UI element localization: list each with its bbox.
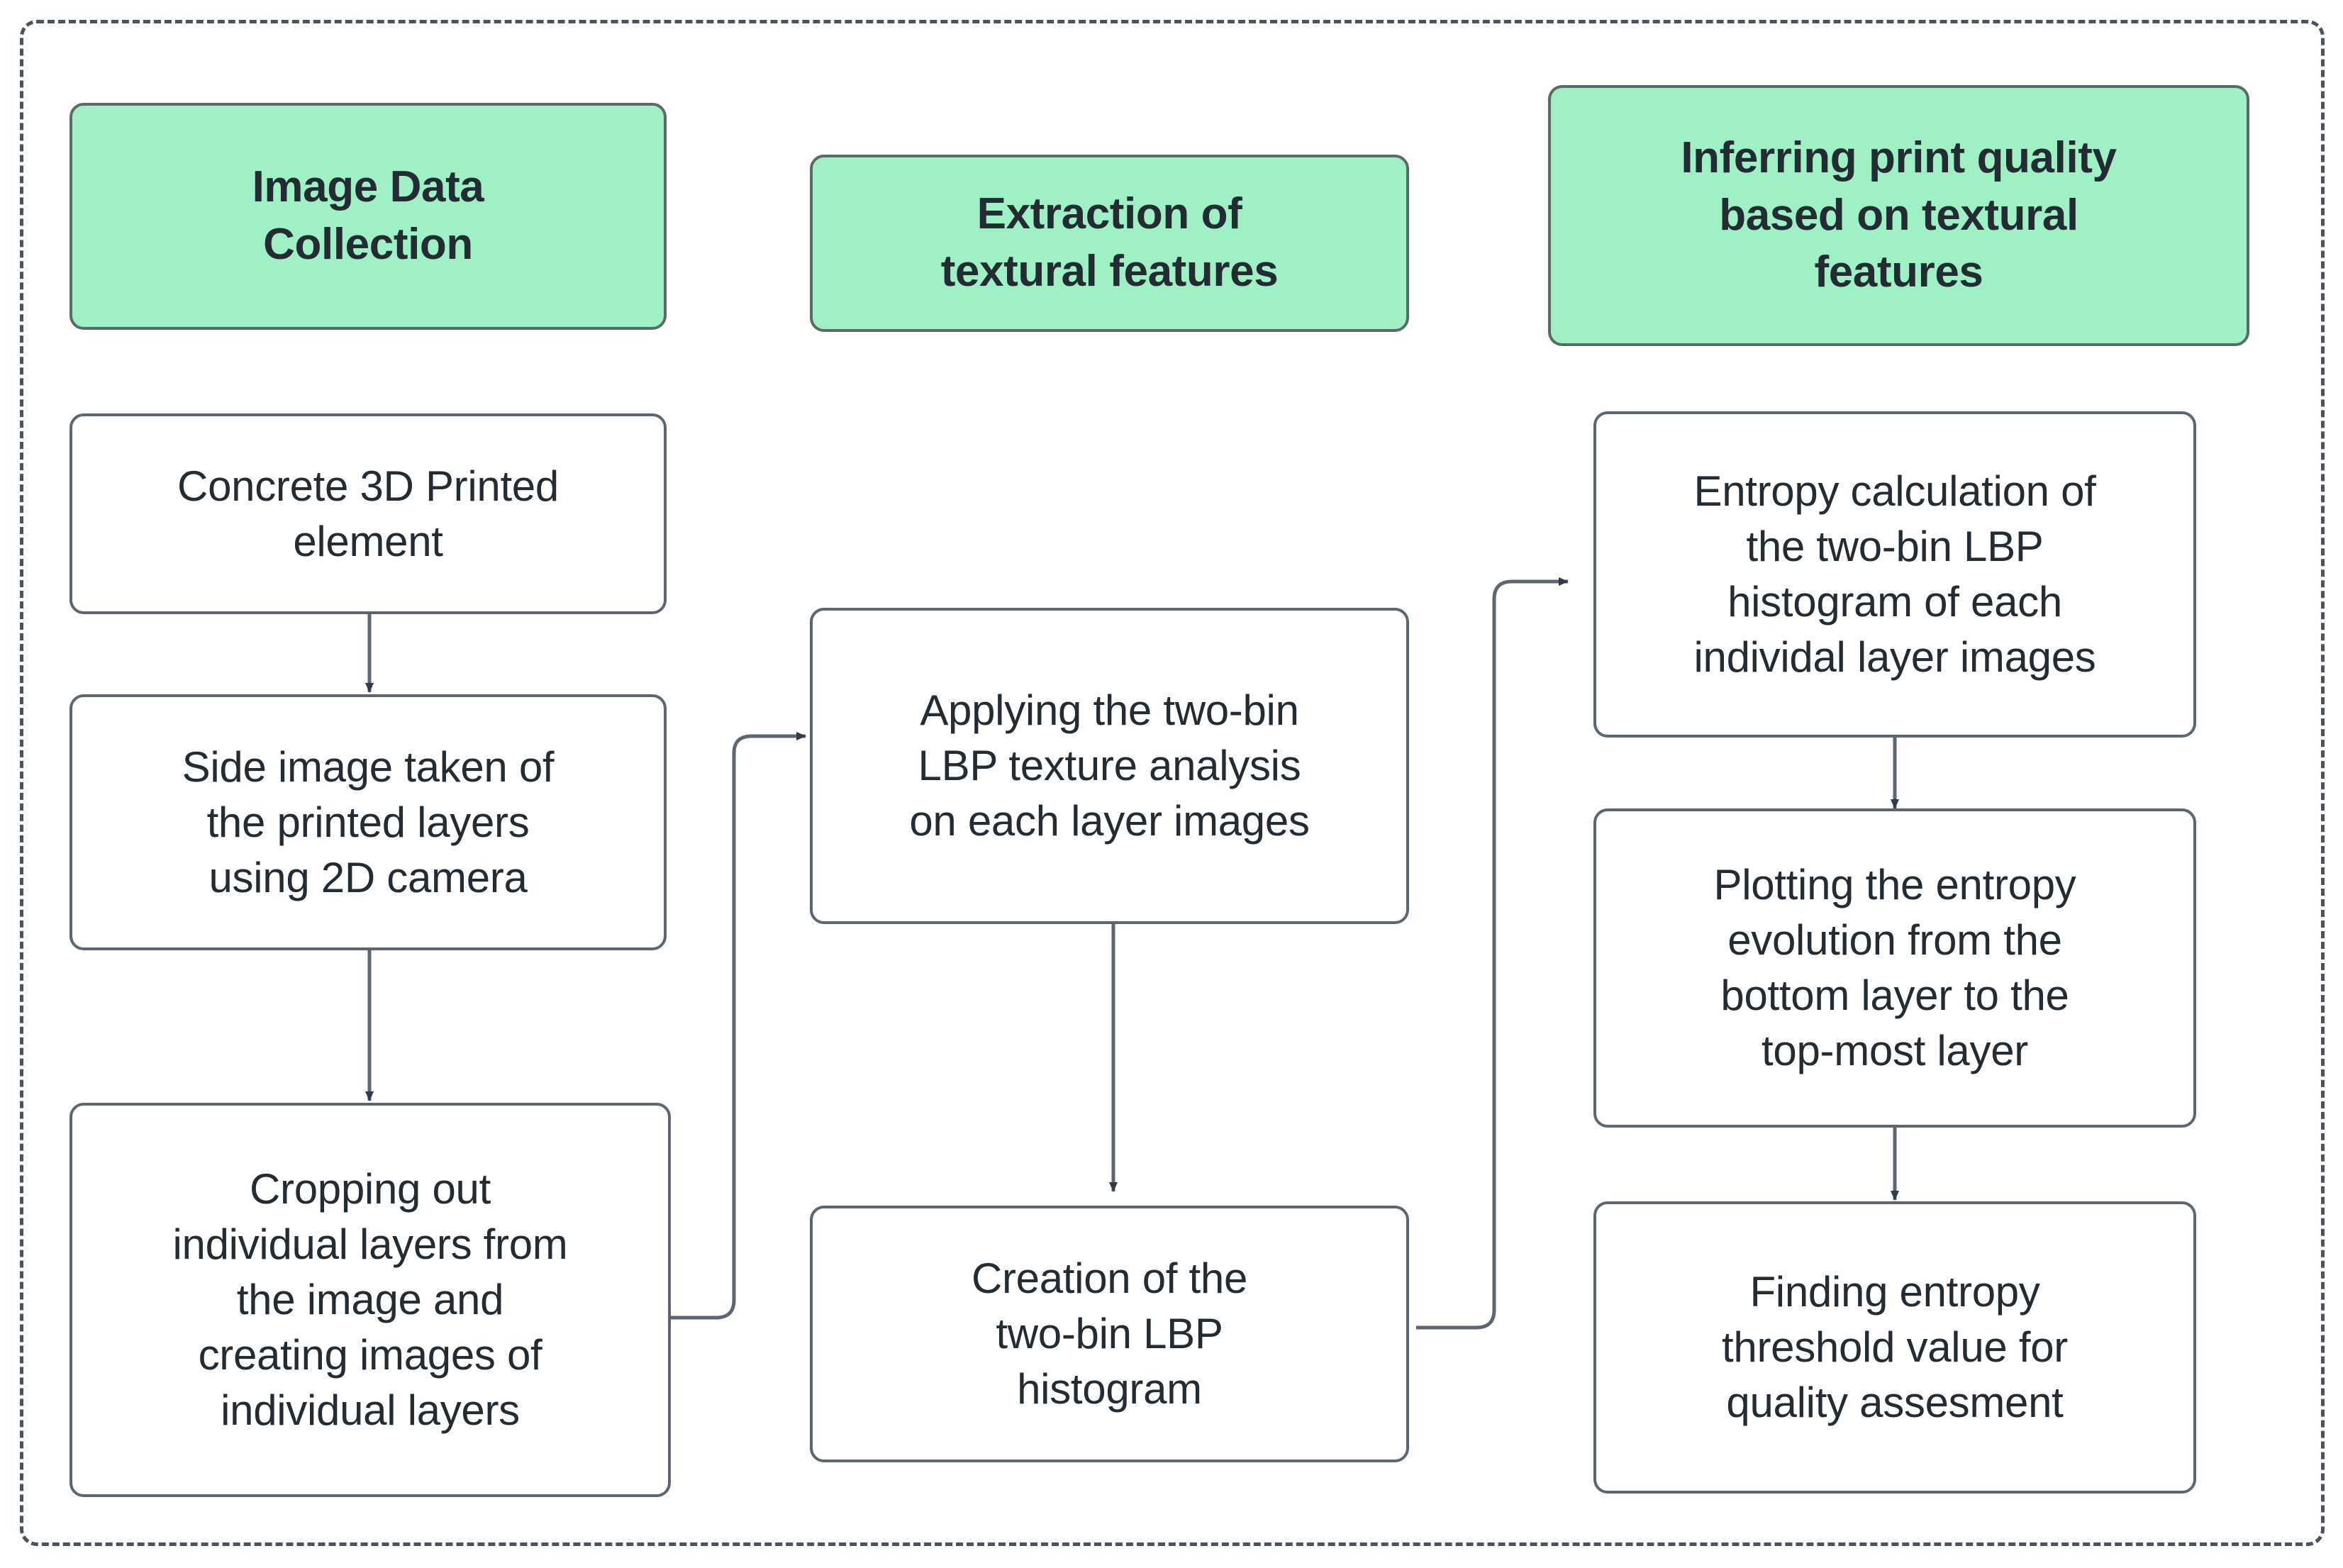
step-node-cropping-layers[interactable]: Cropping out individual layers from the …: [69, 1103, 671, 1497]
step-node-label: Finding entropy threshold value for qual…: [1722, 1268, 2068, 1426]
step-node-label: Plotting the entropy evolution from the …: [1713, 861, 2076, 1074]
phase-header-label: Extraction of textural features: [940, 189, 1279, 296]
phase-header-extraction-of-textural-features[interactable]: Extraction of textural features: [810, 155, 1409, 332]
diagram-outer-frame: [20, 20, 2325, 1546]
step-node-find-threshold[interactable]: Finding entropy threshold value for qual…: [1593, 1201, 2196, 1494]
step-node-label: Entropy calculation of the two-bin LBP h…: [1693, 467, 2096, 681]
step-node-label: Side image taken of the printed layers u…: [182, 743, 555, 901]
phase-header-image-data-collection[interactable]: Image Data Collection: [69, 103, 667, 330]
step-node-side-image[interactable]: Side image taken of the printed layers u…: [69, 694, 667, 950]
step-node-label: Applying the two-bin LBP texture analysi…: [909, 686, 1310, 845]
step-node-label: Concrete 3D Printed element: [177, 462, 559, 565]
step-node-label: Cropping out individual layers from the …: [172, 1165, 568, 1434]
step-node-create-histogram[interactable]: Creation of the two-bin LBP histogram: [810, 1206, 1409, 1462]
step-node-apply-lbp[interactable]: Applying the two-bin LBP texture analysi…: [810, 608, 1409, 924]
phase-header-label: Image Data Collection: [252, 162, 484, 269]
step-node-plot-entropy[interactable]: Plotting the entropy evolution from the …: [1593, 808, 2196, 1128]
step-node-concrete-element[interactable]: Concrete 3D Printed element: [69, 413, 667, 614]
step-node-entropy-calculation[interactable]: Entropy calculation of the two-bin LBP h…: [1593, 411, 2196, 738]
phase-header-label: Inferring print quality based on textura…: [1681, 133, 2117, 297]
step-node-label: Creation of the two-bin LBP histogram: [971, 1255, 1248, 1413]
phase-header-inferring-print-quality[interactable]: Inferring print quality based on textura…: [1548, 85, 2249, 346]
